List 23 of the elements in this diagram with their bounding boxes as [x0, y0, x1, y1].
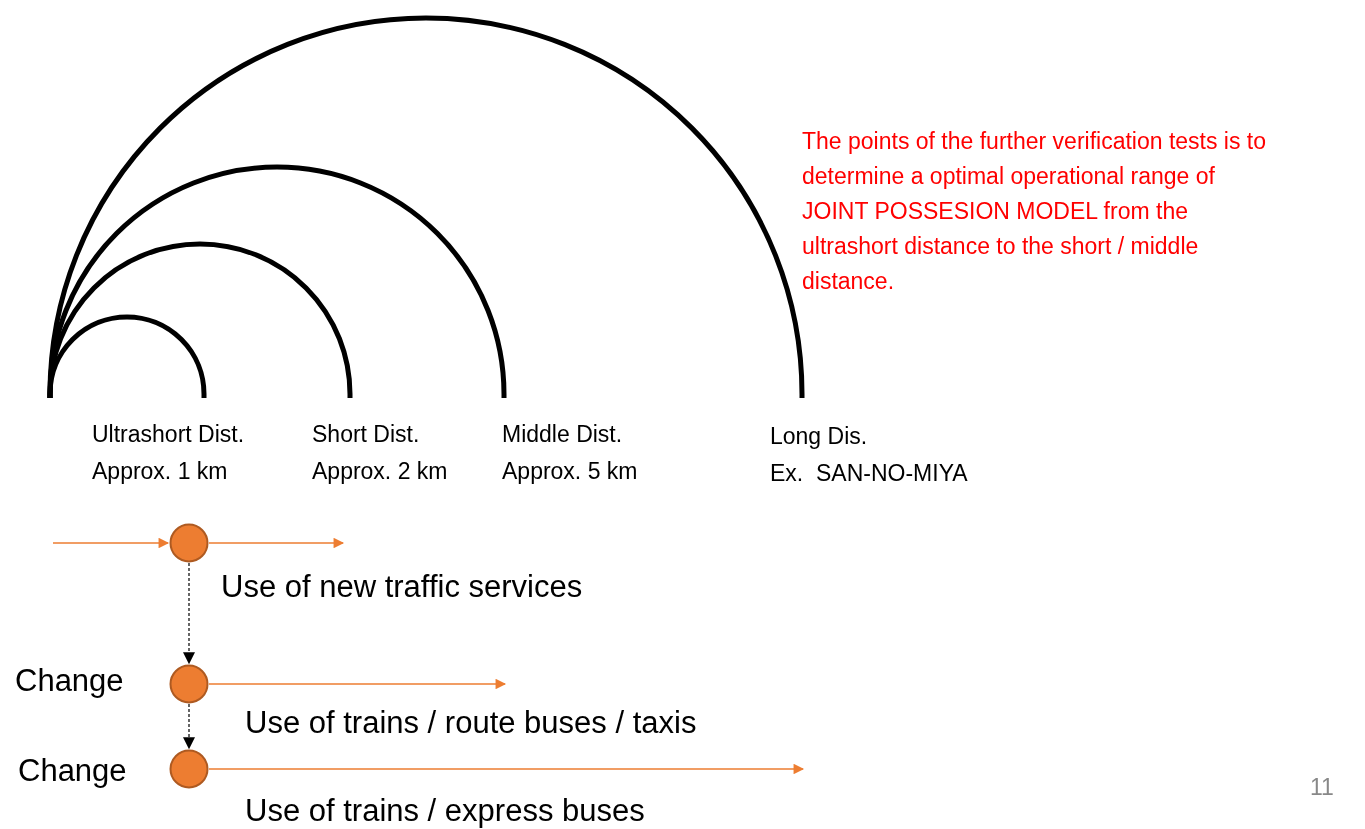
distance-label: Long Dis. [770, 425, 868, 448]
arrow [183, 562, 195, 665]
change-label: Change [15, 665, 124, 696]
station-circle [169, 664, 209, 704]
distance-label: Middle Dist. [502, 423, 623, 446]
mode-label: Use of trains / route buses / taxis [245, 709, 697, 737]
arrow [208, 763, 805, 775]
distance-value: Approx. 2 km [312, 460, 448, 483]
distance-value: Ex. SAN-NO-MIYA [770, 462, 968, 485]
station-circle [169, 523, 209, 563]
mode-label: Use of new traffic services [221, 573, 583, 601]
note-text: The points of the further verification tests is to determine a optimal operational range of JOINT POSSESION MODEL from the ultrashort distance to the short / middle distance. [802, 127, 1268, 296]
distance-value: Approx. 5 km [502, 460, 638, 483]
page-number: 11 [1310, 776, 1334, 799]
change-label: Change [18, 755, 127, 786]
arrow [183, 703, 195, 750]
distance-label: Short Dist. [312, 423, 420, 446]
arrow [52, 537, 170, 549]
arrow [208, 537, 345, 549]
distance-value: Approx. 1 km [92, 460, 228, 483]
distance-label: Ultrashort Dist. [92, 423, 245, 446]
arrow [208, 678, 507, 690]
station-circle [169, 749, 209, 789]
